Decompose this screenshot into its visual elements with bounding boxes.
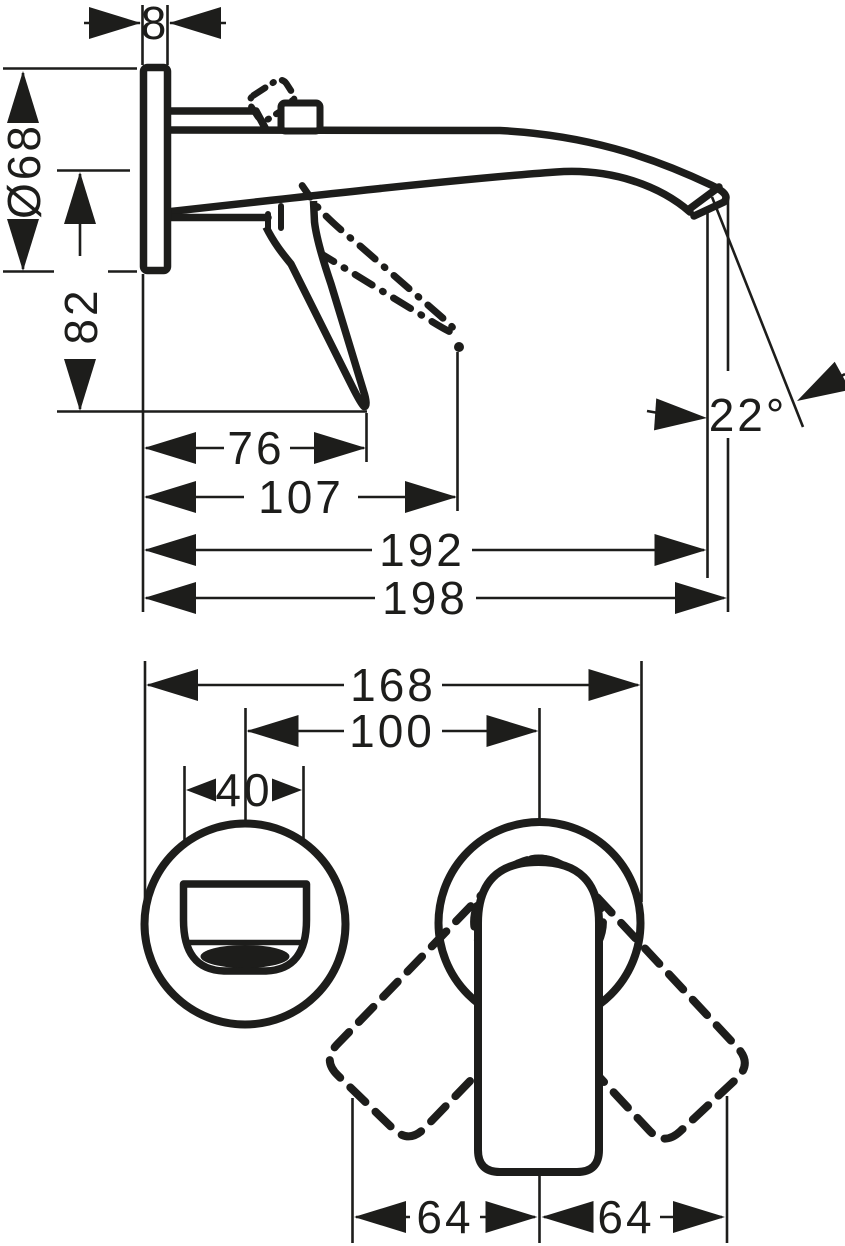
arrowhead xyxy=(144,534,196,566)
dim-spout-width-40: 40 xyxy=(183,764,305,883)
arrowhead xyxy=(64,172,96,224)
dim-label-swing-left: 64 xyxy=(416,1191,473,1243)
spout-top-edge xyxy=(162,126,730,220)
wall-plate xyxy=(139,63,172,275)
arrowhead xyxy=(789,361,845,415)
dim-drop-82: 82 xyxy=(55,169,367,413)
arrowhead xyxy=(7,71,39,123)
dim-label-drop: 82 xyxy=(55,287,107,344)
spout xyxy=(162,107,730,222)
cartridge-cap xyxy=(277,99,324,135)
dim-overall-reach-198: 198 xyxy=(144,199,730,624)
arrowhead xyxy=(485,1201,538,1233)
handle-front-view xyxy=(322,818,753,1172)
arrowhead xyxy=(654,398,709,434)
aerator-opening xyxy=(200,945,290,968)
dim-label-swing-right: 64 xyxy=(597,1191,654,1243)
dim-label-lever-reach-open: 107 xyxy=(258,471,344,523)
dim-plate-diameter: Ø68 xyxy=(0,67,137,273)
front-view: 168 100 40 xyxy=(140,659,753,1243)
arrowhead xyxy=(675,582,727,614)
arrowhead xyxy=(144,582,196,614)
arrowhead xyxy=(541,1201,594,1233)
spout-collar-top xyxy=(162,107,270,134)
spout-front-view xyxy=(140,819,350,1029)
lever-handle xyxy=(266,201,366,407)
arrowhead xyxy=(7,219,39,271)
handle-lever-front xyxy=(478,862,599,1172)
dim-label-spout-reach: 192 xyxy=(379,524,465,576)
dim-lever-reach-open-107: 107 xyxy=(144,352,459,523)
lever-open-end-dot xyxy=(454,342,464,352)
arrowhead xyxy=(169,7,221,39)
side-view: 8 Ø68 82 xyxy=(0,0,845,624)
dim-label-spout-width: 40 xyxy=(215,764,272,816)
arrowhead xyxy=(354,1201,406,1233)
arrowhead xyxy=(654,534,707,566)
arrowhead xyxy=(144,432,196,464)
spout-bottom-edge xyxy=(162,167,694,216)
dim-label-plate-thickness: 8 xyxy=(141,0,170,49)
arrowhead xyxy=(144,481,196,513)
arrowhead xyxy=(486,715,539,747)
arrowhead xyxy=(314,432,366,464)
dim-outlet-angle-22: 22° xyxy=(646,196,845,441)
dim-label-plate-diameter: Ø68 xyxy=(0,123,50,219)
dim-label-overall-reach: 198 xyxy=(382,572,468,624)
dim-spout-reach-192: 192 xyxy=(144,209,709,578)
arrowhead xyxy=(186,778,216,802)
arrowhead xyxy=(588,669,641,701)
arrowhead xyxy=(64,359,96,411)
angle-leg-line xyxy=(710,196,805,428)
dim-overall-width-168: 168 xyxy=(143,659,643,921)
arrowhead xyxy=(89,7,141,39)
dim-lever-reach-76: 76 xyxy=(141,274,368,612)
lever-open-position xyxy=(262,158,464,385)
aerator-face xyxy=(684,183,723,214)
arrowhead xyxy=(272,778,302,802)
arrowhead xyxy=(246,715,299,747)
dim-center-distance-100: 100 xyxy=(244,705,541,883)
dim-plate-thickness: 8 xyxy=(84,0,226,65)
dim-label-overall-width: 168 xyxy=(350,659,436,711)
dim-label-outlet-angle: 22° xyxy=(709,389,788,441)
dim-label-center-distance: 100 xyxy=(349,705,435,757)
arrowhead xyxy=(405,481,457,513)
dim-label-lever-reach: 76 xyxy=(227,422,284,474)
arrowhead xyxy=(146,669,198,701)
arrowhead xyxy=(673,1201,725,1233)
dim-handle-swing-64-64: 64 64 xyxy=(351,1096,729,1243)
